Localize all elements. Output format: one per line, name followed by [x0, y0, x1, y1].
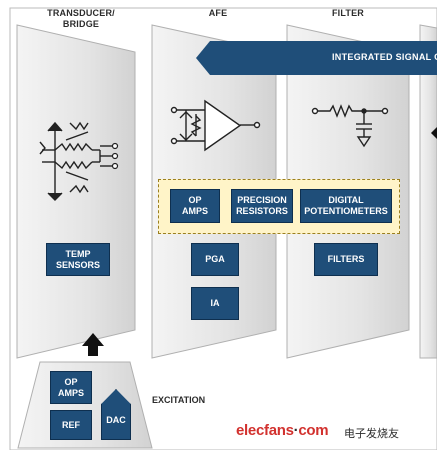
- bridge-terminals: [111, 142, 119, 170]
- block-temp-sensors: TEMP SENSORS: [46, 243, 110, 276]
- filter-rc-icon: [311, 104, 389, 148]
- integrated-signal-chain-label: INTEGRATED SIGNAL CO: [332, 52, 437, 62]
- bridge-circuit-icon: [39, 121, 112, 201]
- right-arrow-icon: [431, 127, 437, 139]
- block-pga: PGA: [191, 243, 239, 276]
- integrated-signal-chain-banner: INTEGRATED SIGNAL CO: [196, 41, 437, 75]
- block-digital-potentiometers: DIGITAL POTENTIOMETERS: [300, 189, 392, 223]
- amplifier-icon: [170, 99, 261, 152]
- block-precision-resistors: PRECISION RESISTORS: [231, 189, 293, 223]
- panel-right-partial: [419, 24, 437, 359]
- panel-transducer: [16, 24, 136, 359]
- watermark-chinese: 电子发烧友: [344, 427, 399, 440]
- block-op-amps: OP AMPS: [170, 189, 220, 223]
- column-label-afe: AFE: [208, 8, 228, 18]
- block-ia: IA: [191, 287, 239, 320]
- block-ref: REF: [50, 410, 92, 440]
- block-excitation-op-amps: OP AMPS: [50, 371, 92, 404]
- column-label-filter: FILTER: [331, 8, 365, 18]
- watermark-brand: elecfans·com: [236, 422, 329, 439]
- outer-frame: [9, 7, 437, 450]
- excitation-label: EXCITATION: [152, 395, 206, 405]
- block-filters: FILTERS: [314, 243, 378, 276]
- column-label-transducer: TRANSDUCER/ BRIDGE: [47, 8, 115, 29]
- up-arrow-icon: [82, 333, 104, 356]
